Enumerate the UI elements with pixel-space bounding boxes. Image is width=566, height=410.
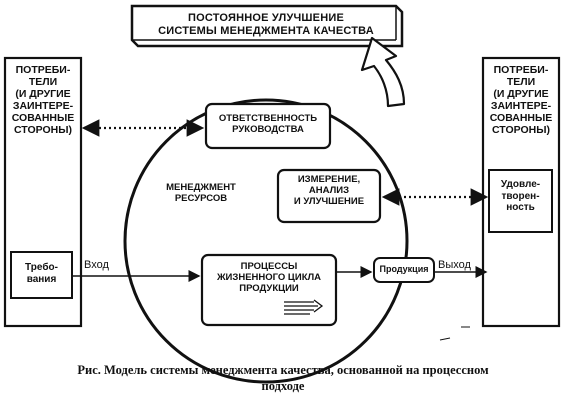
resources-line: МЕНЕДЖМЕНТ xyxy=(166,182,236,193)
left-title-line: ЗАИНТЕРЕ- xyxy=(12,100,74,113)
product-box xyxy=(373,257,435,283)
left-requirements-box xyxy=(10,251,73,299)
right-title-line: ЗАИНТЕРЕ- xyxy=(490,100,552,113)
resources-line: РЕСУРСОВ xyxy=(174,192,228,204)
responsibility-box xyxy=(204,102,332,150)
processes-box xyxy=(200,253,338,327)
measurement-line: И УЛУЧШЕНИЕ xyxy=(293,195,365,207)
left-panel-title: ПОТРЕБИ- ТЕЛИ (И ДРУГИЕ ЗАИНТЕРЕ- СОВАНН… xyxy=(5,64,81,136)
requirements-line: Требо- xyxy=(25,262,58,273)
measurement-label: ИЗМЕРЕНИЕ, АНАЛИЗ И УЛУЧШЕНИЕ xyxy=(278,174,380,208)
responsibility-label: ОТВЕТСТВЕННОСТЬ РУКОВОДСТВА xyxy=(206,113,330,136)
process-lines-icon xyxy=(284,299,324,315)
responsibility-line: ОТВЕТСТВЕННОСТЬ xyxy=(218,113,318,124)
satisfaction-line: Удовле- xyxy=(500,179,541,190)
banner-title: ПОСТОЯННОЕ УЛУЧШЕНИЕ СИСТЕМЫ МЕНЕДЖМЕНТА… xyxy=(136,12,396,37)
right-satisfaction-box xyxy=(488,169,553,233)
caption-line-1: Рис. Модель системы менеджмента качества… xyxy=(77,363,489,377)
responsibility-line: РУКОВОДСТВА xyxy=(232,123,304,135)
measurement-box xyxy=(276,168,382,224)
banner-line-1: ПОСТОЯННОЕ УЛУЧШЕНИЕ xyxy=(187,12,345,24)
figure-caption: Рис. Модель системы менеджмента качества… xyxy=(0,362,566,395)
input-label: Вход xyxy=(84,259,109,271)
left-title-line: СОВАННЫЕ xyxy=(11,112,75,125)
measurement-line: ИЗМЕРЕНИЕ, xyxy=(297,174,361,185)
banner-box xyxy=(130,4,404,48)
processes-label: ПРОЦЕССЫ ЖИЗНЕННОГО ЦИКЛА ПРОДУКЦИИ xyxy=(202,261,336,295)
corner-mark xyxy=(439,337,451,341)
requirements-label: Требо- вания xyxy=(11,262,72,285)
satisfaction-line: творен- xyxy=(501,190,540,202)
banner-line-2: СИСТЕМЫ МЕНЕДЖМЕНТА КАЧЕСТВА xyxy=(158,24,374,37)
product-label: Продукция xyxy=(379,264,429,274)
right-title-line: СОВАННЫЕ xyxy=(489,112,553,125)
processes-line: ЖИЗНЕННОГО ЦИКЛА xyxy=(216,271,322,283)
satisfaction-label: Удовле- творен- ность xyxy=(489,179,552,214)
caption-line-2: подходе xyxy=(261,379,305,394)
resources-label: МЕНЕДЖМЕНТ РЕСУРСОВ xyxy=(146,182,256,205)
right-title-line: СТОРОНЫ) xyxy=(491,124,551,137)
requirements-line: вания xyxy=(26,273,57,285)
left-title-line: ТЕЛИ xyxy=(28,76,58,89)
right-panel-title: ПОТРЕБИ- ТЕЛИ (И ДРУГИЕ ЗАИНТЕРЕ- СОВАНН… xyxy=(483,64,559,136)
right-title-line: ПОТРЕБИ- xyxy=(493,64,549,76)
output-label: Выход xyxy=(438,259,471,271)
left-title-line: ПОТРЕБИ- xyxy=(15,64,71,76)
left-title-line: СТОРОНЫ) xyxy=(13,124,73,137)
right-title-line: ТЕЛИ xyxy=(506,76,536,89)
left-title-line: (И ДРУГИЕ xyxy=(15,88,71,101)
processes-line: ПРОДУКЦИИ xyxy=(239,282,299,294)
processes-line: ПРОЦЕССЫ xyxy=(240,261,298,272)
satisfaction-line: ность xyxy=(506,202,535,213)
measurement-line: АНАЛИЗ xyxy=(308,184,350,196)
right-title-line: (И ДРУГИЕ xyxy=(493,88,549,101)
improvement-arrow xyxy=(360,36,406,108)
